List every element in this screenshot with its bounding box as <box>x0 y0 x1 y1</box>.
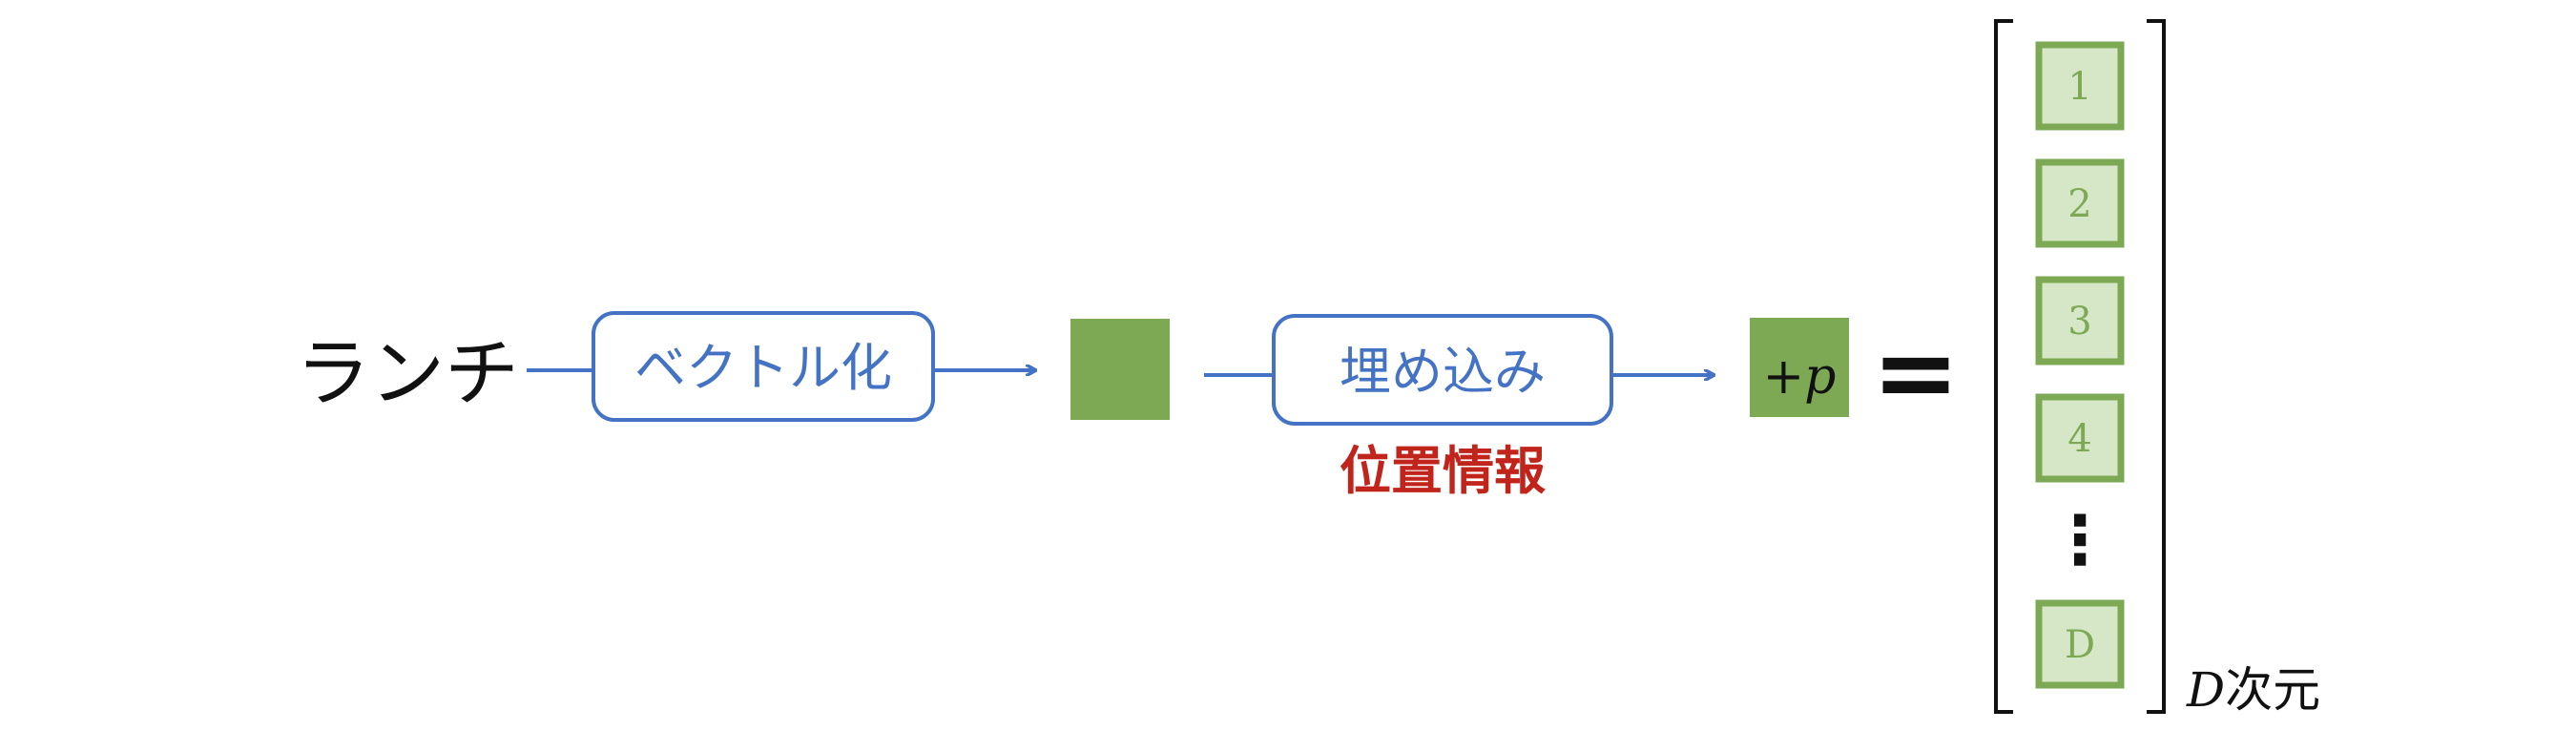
vector-cell-2-label: 2 <box>2067 182 2091 226</box>
vector-cell-4-label: 4 <box>2067 417 2091 461</box>
positional-vector-square: +p <box>1750 318 1849 417</box>
vector-bracket-right <box>2147 19 2166 714</box>
vector-cell-3-label: 3 <box>2067 300 2091 344</box>
vectorize-box-label: ベクトル化 <box>634 338 892 398</box>
equals-sign: = <box>1872 311 1960 433</box>
vector-cell-1-label: 1 <box>2067 65 2091 109</box>
position-info-note: 位置情報 <box>1340 441 1546 501</box>
vector-cell-d: D <box>2035 599 2125 689</box>
vector-square <box>1070 319 1170 420</box>
vector-cell-2: 2 <box>2035 158 2125 248</box>
vector-bracket-left <box>1994 19 2013 714</box>
vector-cell-3: 3 <box>2035 276 2125 366</box>
plus-p-label: +p <box>1763 348 1837 406</box>
dimension-label: D次元 <box>2186 662 2320 718</box>
vector-ellipsis: ⋮ <box>2046 501 2113 579</box>
vector-cell-d-label: D <box>2065 623 2095 667</box>
dimension-symbol: D <box>2186 662 2225 718</box>
vectorize-box: ベクトル化 <box>592 311 935 422</box>
embedding-box: 埋め込み <box>1272 314 1613 426</box>
dimension-text: 次元 <box>2225 662 2320 718</box>
input-word: ランチ <box>296 331 519 417</box>
vector-cell-4: 4 <box>2035 393 2125 483</box>
embedding-box-label: 埋め込み <box>1340 342 1546 402</box>
vector-cell-1: 1 <box>2035 41 2125 131</box>
